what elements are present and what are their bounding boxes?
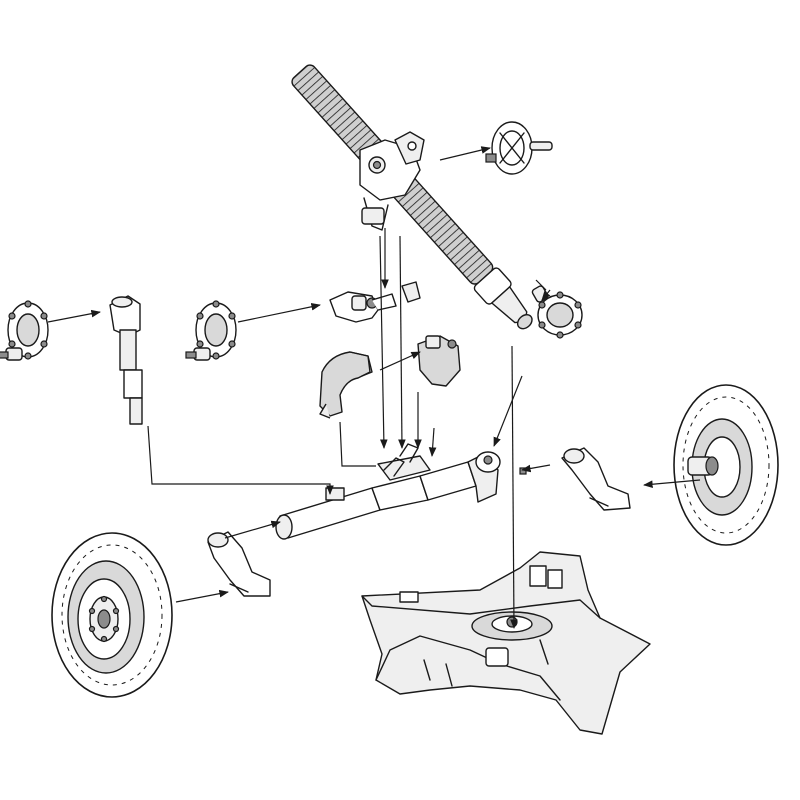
wheel-left bbox=[51, 532, 173, 698]
axle-assembly bbox=[275, 443, 527, 540]
barrel-clamp bbox=[359, 131, 425, 231]
arrow-to-axle-right bbox=[521, 464, 551, 473]
arrow-wheel-left bbox=[175, 589, 229, 603]
crank-arm-left bbox=[207, 531, 271, 597]
traverse-handwheel-right bbox=[531, 285, 583, 339]
crank-arm-right bbox=[561, 447, 631, 511]
arrow-column-to-axle bbox=[147, 425, 334, 495]
arrow-barrel-to-base bbox=[510, 345, 518, 629]
arrow-to-axle-2 bbox=[398, 235, 406, 449]
arrow-wheel-right bbox=[643, 479, 701, 489]
elevation-handwheel-left bbox=[0, 300, 49, 361]
arrow-crank-left bbox=[224, 520, 281, 539]
arrow-to-axle-4 bbox=[339, 421, 376, 467]
arrow-handwheel-right bbox=[541, 289, 551, 301]
arrow-to-axle-5 bbox=[428, 427, 437, 457]
arrow-collar bbox=[379, 351, 421, 371]
assembly-leader-lines bbox=[47, 146, 701, 629]
clamp-collar-small bbox=[417, 335, 461, 387]
base-plate bbox=[361, 551, 651, 735]
arrow-to-bracket bbox=[237, 302, 321, 323]
clamp-collar bbox=[319, 351, 373, 419]
arrow-to-top-handwheel bbox=[439, 146, 491, 161]
elevation-screw-column bbox=[109, 295, 143, 425]
arrow-to-column bbox=[47, 309, 101, 323]
arrow-stub bbox=[535, 279, 547, 291]
arrow-to-axle-1 bbox=[379, 235, 388, 449]
wheel-right bbox=[673, 384, 779, 546]
arrow-to-socket bbox=[493, 375, 523, 447]
traverse-handwheel-top bbox=[485, 121, 553, 175]
elevation-handwheel-right bbox=[185, 300, 237, 361]
sight-bracket bbox=[329, 281, 421, 323]
